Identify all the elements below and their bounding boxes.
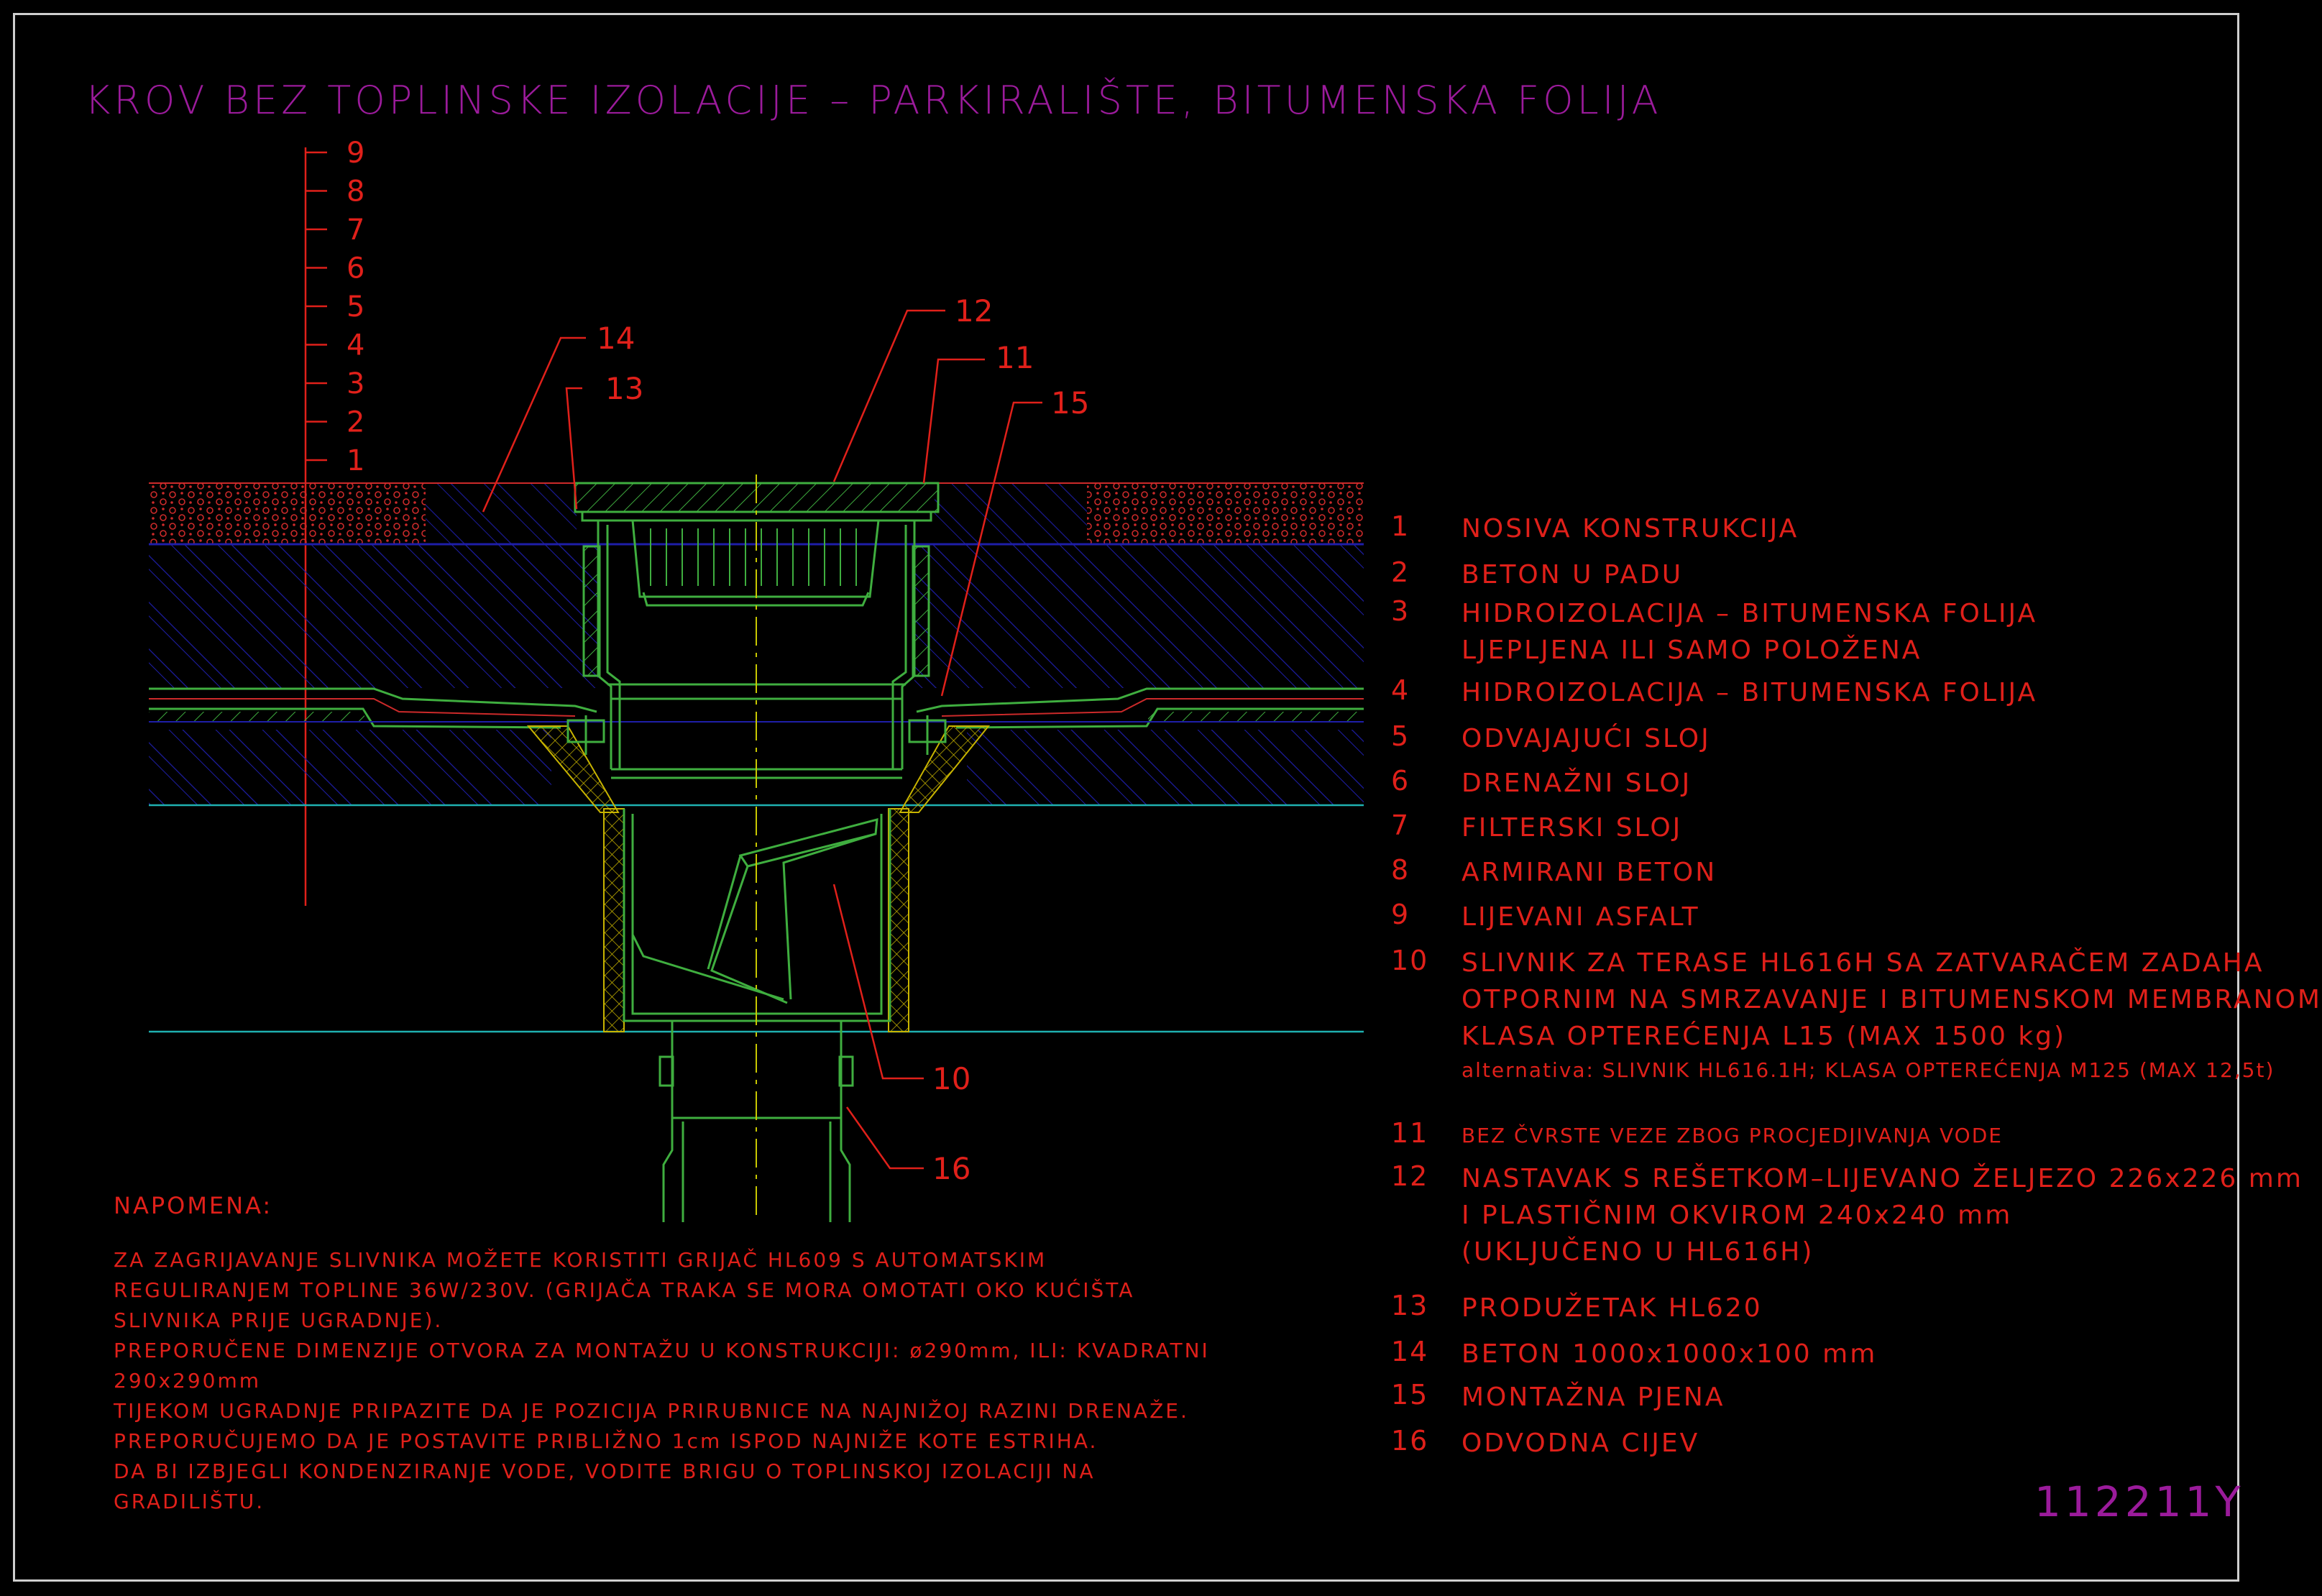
legend-text: BETON 1000x1000x100 mm <box>1461 1336 1877 1372</box>
legend-line: FILTERSKI SLOJ <box>1461 813 1683 843</box>
legend-text: BEZ ČVRSTE VEZE ZBOG PROCJEDJIVANJA VODE <box>1461 1117 2003 1154</box>
legend-line: BETON 1000x1000x100 mm <box>1461 1339 1878 1369</box>
legend-line: MONTAŽNA PJENA <box>1461 1382 1725 1412</box>
callout-12: 12 <box>955 293 993 329</box>
scale-label: 7 <box>347 214 364 247</box>
scale-label: 6 <box>347 252 364 285</box>
legend-text: FILTERSKI SLOJ <box>1461 810 1682 846</box>
legend-line: HIDROIZOLACIJA – BITUMENSKA FOLIJA <box>1461 599 2038 628</box>
note-line: PREPORUČENE DIMENZIJE OTVORA ZA MONTAŽU … <box>114 1339 1210 1362</box>
note-heading: NAPOMENA: <box>114 1192 273 1219</box>
scale-label: 4 <box>347 329 364 362</box>
legend-number: 2 <box>1391 556 1410 588</box>
note-line: PREPORUČUJEMO DA JE POSTAVITE PRIBLIŽNO … <box>114 1429 1098 1453</box>
legend-text: ODVODNA CIJEV <box>1461 1425 1699 1462</box>
note-line: SLIVNIKA PRIJE UGRADNJE). <box>114 1308 444 1332</box>
legend-number: 5 <box>1391 720 1410 752</box>
legend-text: NOSIVA KONSTRUKCIJA <box>1461 510 1799 547</box>
scale-label: 1 <box>347 444 364 477</box>
top-layer-band <box>149 482 1364 546</box>
legend-line: OTPORNIM NA SMRZAVANJE I BITUMENSKOM MEM… <box>1461 985 2322 1014</box>
legend-subline: alternativa: SLIVNIK HL616.1H; KLASA OPT… <box>1461 1058 2275 1082</box>
callout-16: 16 <box>932 1151 970 1186</box>
note-line: TIJEKOM UGRADNJE PRIPAZITE DA JE POZICIJ… <box>114 1399 1189 1423</box>
note-line: REGULIRANJEM TOPLINE 36W/230V. (GRIJAČA … <box>114 1278 1135 1302</box>
legend-line: DRENAŽNI SLOJ <box>1461 769 1692 798</box>
legend-line: BEZ ČVRSTE VEZE ZBOG PROCJEDJIVANJA VODE <box>1461 1124 2003 1147</box>
callout-14: 14 <box>597 321 635 356</box>
legend-number: 6 <box>1391 765 1410 797</box>
legend-text: NASTAVAK S REŠETKOM–LIJEVANO ŽELJEZO 226… <box>1461 1160 2303 1270</box>
slope-concrete-layer <box>149 544 1364 688</box>
callout-15: 15 <box>1051 385 1089 421</box>
legend-line: HIDROIZOLACIJA – BITUMENSKA FOLIJA <box>1461 678 2038 707</box>
legend-line: NOSIVA KONSTRUKCIJA <box>1461 514 1799 544</box>
drawing-frame <box>13 13 2239 1582</box>
drawing-code: 112211Y <box>2034 1477 2244 1526</box>
legend-text: HIDROIZOLACIJA – BITUMENSKA FOLIJA <box>1461 674 2037 711</box>
structural-concrete-layer <box>149 730 1364 1033</box>
legend-number: 12 <box>1391 1160 1429 1192</box>
legend-number: 9 <box>1391 899 1410 930</box>
note-line: 290x290mm <box>114 1369 262 1393</box>
legend-number: 8 <box>1391 854 1410 886</box>
legend-text: LIJEVANI ASFALT <box>1461 899 1700 935</box>
callout-11: 11 <box>996 340 1034 375</box>
legend-text: PRODUŽETAK HL620 <box>1461 1290 1763 1326</box>
note-line: ZA ZAGRIJAVANJE SLIVNIKA MOŽETE KORISTIT… <box>114 1248 1047 1272</box>
legend-line: LJEPLJENA ILI SAMO POLOŽENA <box>1461 636 1922 665</box>
legend-number: 11 <box>1391 1117 1429 1149</box>
legend-number: 4 <box>1391 674 1410 706</box>
note-line: GRADILIŠTU. <box>114 1490 265 1513</box>
legend-text: ARMIRANI BETON <box>1461 854 1717 891</box>
legend-number: 13 <box>1391 1290 1429 1321</box>
legend-line: ODVODNA CIJEV <box>1461 1428 1700 1458</box>
legend-text: HIDROIZOLACIJA – BITUMENSKA FOLIJA LJEPLJ… <box>1461 595 2037 669</box>
scale-label: 9 <box>347 137 364 170</box>
callout-10: 10 <box>932 1061 970 1096</box>
legend-line: PRODUŽETAK HL620 <box>1461 1293 1763 1323</box>
legend-number: 1 <box>1391 510 1410 542</box>
mounting-foam <box>526 725 991 1032</box>
drawing-title: KROV BEZ TOPLINSKE IZOLACIJE – PARKIRALI… <box>85 78 1662 123</box>
legend-line: SLIVNIK ZA TERASE HL616H SA ZATVARAČEM Z… <box>1461 948 2264 978</box>
scale-label: 3 <box>347 367 364 400</box>
legend-text: BETON U PADU <box>1461 556 1683 593</box>
scale-label: 5 <box>347 290 364 324</box>
legend-line: KLASA OPTEREĆENJA L15 (MAX 1500 kg) <box>1461 1022 2067 1051</box>
scale-label: 8 <box>347 175 364 208</box>
legend-line: LIJEVANI ASFALT <box>1461 902 1700 932</box>
legend-text: MONTAŽNA PJENA <box>1461 1379 1725 1416</box>
legend-text: ODVAJAJUĆI SLOJ <box>1461 720 1711 757</box>
legend-number: 14 <box>1391 1336 1429 1367</box>
legend-text: DRENAŽNI SLOJ <box>1461 765 1692 802</box>
note-body: ZA ZAGRIJAVANJE SLIVNIKA MOŽETE KORISTIT… <box>114 1245 1235 1517</box>
legend-line: ARMIRANI BETON <box>1461 858 1717 887</box>
legend-line: I PLASTIČNIM OKVIROM 240x240 mm <box>1461 1201 2013 1230</box>
legend-text: SLIVNIK ZA TERASE HL616H SA ZATVARAČEM Z… <box>1461 945 2322 1086</box>
drain-section-drawing: 9 8 7 6 5 4 3 2 1 <box>149 137 1364 1222</box>
legend-number: 7 <box>1391 810 1410 841</box>
callout-13: 13 <box>605 371 643 406</box>
legend-line: ODVAJAJUĆI SLOJ <box>1461 724 1711 753</box>
legend-number: 15 <box>1391 1379 1429 1411</box>
legend-line: BETON U PADU <box>1461 560 1684 590</box>
legend-number: 10 <box>1391 945 1429 976</box>
legend-number: 16 <box>1391 1425 1429 1457</box>
callout-leaders <box>482 309 1042 1170</box>
scale-label: 2 <box>347 406 364 439</box>
note-line: DA BI IZBJEGLI KONDENZIRANJE VODE, VODIT… <box>114 1459 1096 1483</box>
legend-line: (UKLJUČENO U HL616H) <box>1461 1237 1814 1267</box>
legend-line: NASTAVAK S REŠETKOM–LIJEVANO ŽELJEZO 226… <box>1461 1164 2303 1193</box>
legend-number: 3 <box>1391 595 1410 627</box>
